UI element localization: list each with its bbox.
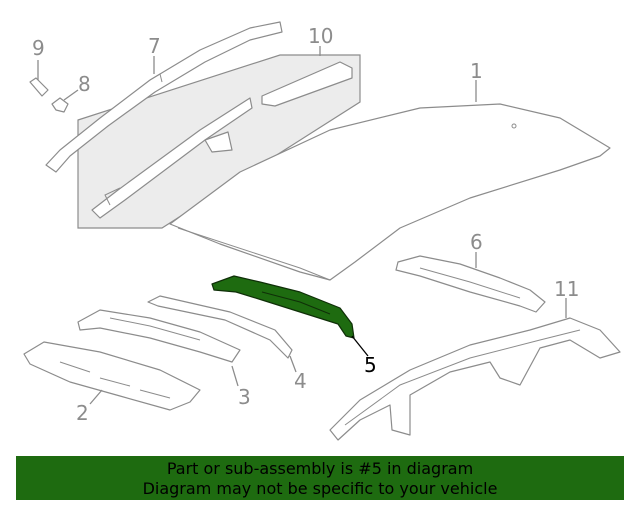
callout-3: 3 [238,385,251,409]
callout-10: 10 [308,24,333,48]
callout-8: 8 [78,72,91,96]
banner-line-1: Part or sub-assembly is #5 in diagram [166,459,474,478]
callout-5: 5 [364,353,377,377]
part-11 [329,317,621,441]
part-1-roof-panel [169,103,611,281]
callout-11: 11 [554,277,579,301]
callout-2: 2 [76,401,89,425]
part-9 [29,77,49,97]
part-5-highlighted [211,275,355,339]
callout-7: 7 [148,34,161,58]
parts-diagram: 9 8 7 10 1 6 11 5 4 3 2 [23,21,621,441]
part-2 [23,341,201,411]
banner-line-2: Diagram may not be specific to your vehi… [142,479,498,498]
part-7 [45,21,283,173]
part-6 [395,255,546,313]
part-10-group [77,54,361,229]
callout-9: 9 [32,36,45,60]
part-8 [51,97,69,113]
callout-6: 6 [470,230,483,254]
callout-1: 1 [470,59,483,83]
info-banner: Part or sub-assembly is #5 in diagram Di… [16,456,624,500]
part-3 [77,309,241,363]
part-4 [147,295,293,359]
callout-4: 4 [294,369,307,393]
